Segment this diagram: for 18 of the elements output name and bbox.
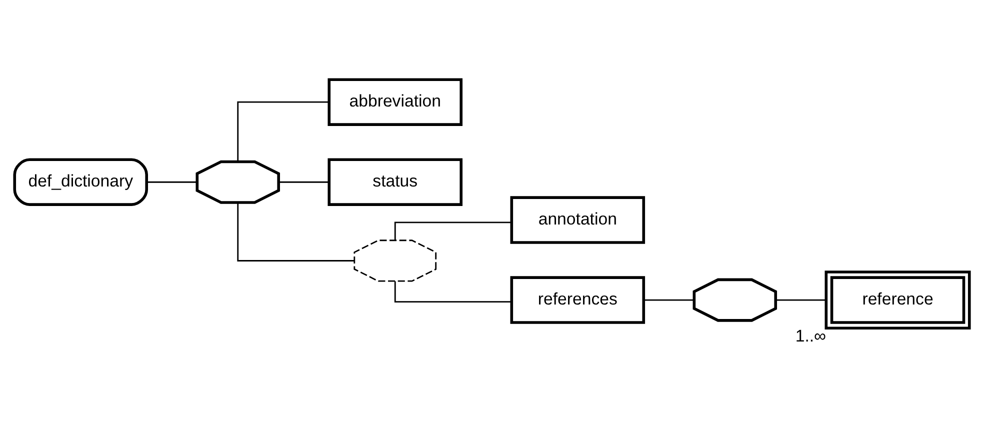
connector (146, 180, 197, 182)
connector (237, 202, 354, 261)
node-box: annotation (510, 196, 646, 244)
node-label: 1..∞ (795, 326, 826, 346)
connector (644, 298, 694, 300)
node-octagon (692, 278, 778, 322)
node-box: abbreviation (328, 78, 463, 126)
node-box: def_dictionary (13, 158, 148, 206)
connector (278, 180, 329, 182)
node-octagon (354, 239, 437, 282)
node-box: references (510, 276, 646, 324)
connector (776, 298, 826, 300)
connector (394, 280, 512, 302)
node-box: status (328, 158, 463, 206)
node-box: reference (824, 270, 971, 330)
node-octagon (196, 160, 280, 204)
connector (237, 100, 329, 161)
connector (394, 221, 512, 240)
